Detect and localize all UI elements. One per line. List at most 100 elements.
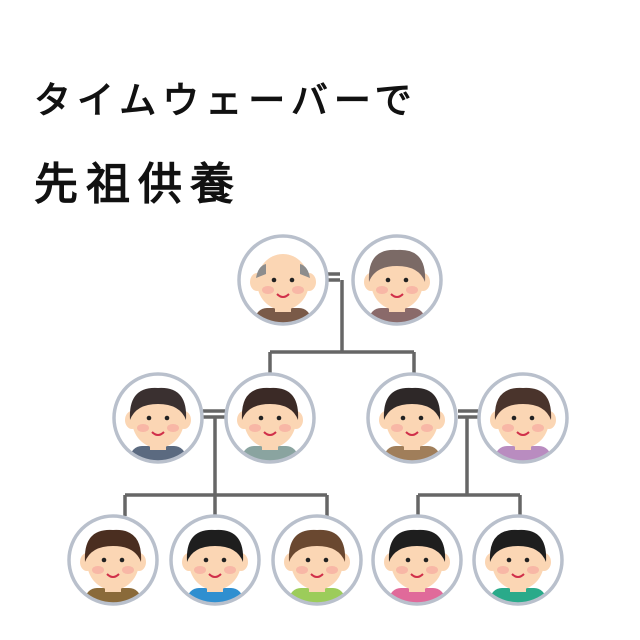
person-avatar-grandfather: [237, 234, 329, 326]
cheek: [292, 286, 304, 294]
avatar-face: [373, 516, 461, 604]
mouth: [410, 573, 424, 578]
face: [492, 534, 544, 590]
eye: [101, 557, 107, 563]
person-avatar-child: [169, 514, 261, 606]
person-avatar-cousin: [472, 514, 564, 606]
eye: [164, 415, 170, 421]
mouth: [390, 293, 404, 298]
avatar-ring: [112, 372, 204, 464]
face: [386, 392, 438, 448]
cheek: [396, 566, 408, 574]
eye: [289, 277, 295, 283]
avatar-face: [171, 516, 259, 604]
eye: [203, 557, 209, 563]
face: [87, 534, 139, 590]
face: [257, 254, 309, 310]
eye: [221, 557, 227, 563]
eye: [511, 415, 517, 421]
hair: [388, 529, 446, 562]
eye: [146, 415, 152, 421]
cheek: [376, 286, 388, 294]
eye: [403, 277, 409, 283]
cheek: [527, 566, 539, 574]
cheek: [497, 566, 509, 574]
face: [291, 534, 343, 590]
cheek: [502, 424, 514, 432]
face: [244, 392, 296, 448]
eye: [506, 557, 512, 563]
cheek: [167, 424, 179, 432]
cheek: [532, 424, 544, 432]
person-avatar-grandmother: [351, 234, 443, 326]
face: [132, 392, 184, 448]
cheek: [137, 424, 149, 432]
mouth: [310, 573, 324, 578]
avatar-ring: [371, 514, 463, 606]
mouth: [151, 431, 165, 436]
mouth: [208, 573, 222, 578]
eye: [524, 557, 530, 563]
eye: [305, 557, 311, 563]
avatar-ring: [169, 514, 261, 606]
eye: [385, 277, 391, 283]
hair: [241, 387, 299, 420]
mouth: [263, 431, 277, 436]
eye: [529, 415, 535, 421]
cheek: [224, 566, 236, 574]
person-avatar-child: [67, 514, 159, 606]
avatar-ring: [477, 372, 569, 464]
eye: [119, 557, 125, 563]
cheek: [92, 566, 104, 574]
avatar-ring: [224, 372, 316, 464]
face: [189, 534, 241, 590]
avatar-ring: [351, 234, 443, 326]
cheek: [406, 286, 418, 294]
mouth: [516, 431, 530, 436]
face: [371, 254, 423, 310]
avatar-ring: [67, 514, 159, 606]
cheek: [421, 424, 433, 432]
avatar-face: [474, 516, 562, 604]
eye: [271, 277, 277, 283]
cheek: [296, 566, 308, 574]
cheek: [391, 424, 403, 432]
hair: [186, 529, 244, 562]
avatar-ring: [271, 514, 363, 606]
eye: [258, 415, 264, 421]
avatar-ring: [237, 234, 329, 326]
eye: [418, 415, 424, 421]
person-avatar-child: [271, 514, 363, 606]
cheek: [426, 566, 438, 574]
cheek: [262, 286, 274, 294]
title-line-2: 先祖供養: [34, 159, 242, 210]
hair: [489, 529, 547, 562]
avatar-ring: [472, 514, 564, 606]
eye: [423, 557, 429, 563]
hair: [129, 387, 187, 420]
person-avatar-father-in-law: [112, 372, 204, 464]
face: [391, 534, 443, 590]
cheek: [279, 424, 291, 432]
mouth: [511, 573, 525, 578]
eye: [276, 415, 282, 421]
cheek: [326, 566, 338, 574]
eye: [400, 415, 406, 421]
hair: [368, 249, 426, 282]
hair: [383, 387, 441, 420]
person-avatar-mother: [224, 372, 316, 464]
avatar-face: [114, 374, 202, 462]
hair: [494, 387, 552, 420]
person-avatar-uncle: [366, 372, 458, 464]
person-avatar-cousin: [371, 514, 463, 606]
cheek: [122, 566, 134, 574]
person-avatar-aunt: [477, 372, 569, 464]
hair: [84, 529, 142, 562]
hair: [288, 529, 346, 562]
cheek: [194, 566, 206, 574]
mouth: [276, 293, 290, 298]
eye: [405, 557, 411, 563]
mouth: [405, 431, 419, 436]
face: [497, 392, 549, 448]
mouth: [106, 573, 120, 578]
